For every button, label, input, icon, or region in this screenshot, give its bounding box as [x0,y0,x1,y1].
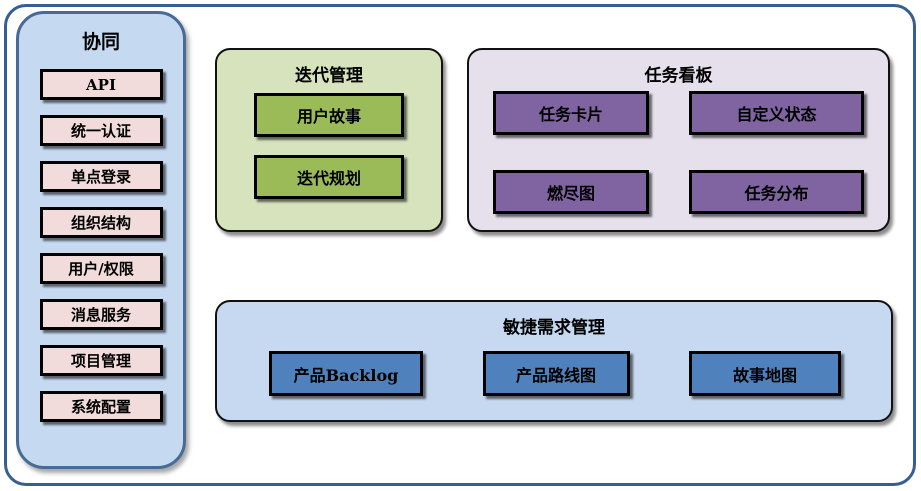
feature-burndown-chart: 燃尽图 [493,170,649,214]
group-iteration-management: 迭代管理 用户故事 迭代规划 [215,48,443,232]
sidebar-item-sso: 单点登录 [39,161,163,192]
feature-product-backlog: 产品Backlog [269,351,423,396]
sidebar-title: 协同 [81,31,120,53]
iteration-item-list: 用户故事 迭代规划 [254,93,404,199]
sidebar-item-project-management: 项目管理 [39,345,163,376]
sidebar-item-user-permissions: 用户/权限 [39,253,163,284]
sidebar-item-unified-auth: 统一认证 [39,115,163,146]
kanban-item-list: 任务卡片 自定义状态 燃尽图 任务分布 [469,86,888,214]
sidebar-item-org-structure: 组织结构 [39,207,163,238]
group-title-iteration: 迭代管理 [295,66,363,86]
sidebar-item-list: API 统一认证 单点登录 组织结构 用户/权限 消息服务 项目管理 系统配置 [39,69,163,422]
sidebar-item-message-service: 消息服务 [39,299,163,330]
sidebar-collaboration: 协同 API 统一认证 单点登录 组织结构 用户/权限 消息服务 项目管理 系统… [16,11,186,469]
feature-user-story: 用户故事 [254,93,404,137]
group-title-kanban: 任务看板 [644,66,713,86]
feature-story-map: 故事地图 [689,351,841,396]
feature-product-roadmap: 产品路线图 [482,351,630,396]
feature-iteration-planning: 迭代规划 [254,155,404,199]
feature-task-distribution: 任务分布 [689,170,864,214]
group-task-kanban: 任务看板 任务卡片 自定义状态 燃尽图 任务分布 [467,48,890,232]
sidebar-item-system-config: 系统配置 [39,391,163,422]
group-title-agile: 敏捷需求管理 [503,318,605,338]
agile-item-list: 产品Backlog 产品路线图 故事地图 [217,351,891,396]
feature-custom-status: 自定义状态 [689,91,864,135]
group-agile-requirements: 敏捷需求管理 产品Backlog 产品路线图 故事地图 [215,300,893,422]
sidebar-item-api: API [39,69,163,100]
feature-task-card: 任务卡片 [493,91,649,135]
